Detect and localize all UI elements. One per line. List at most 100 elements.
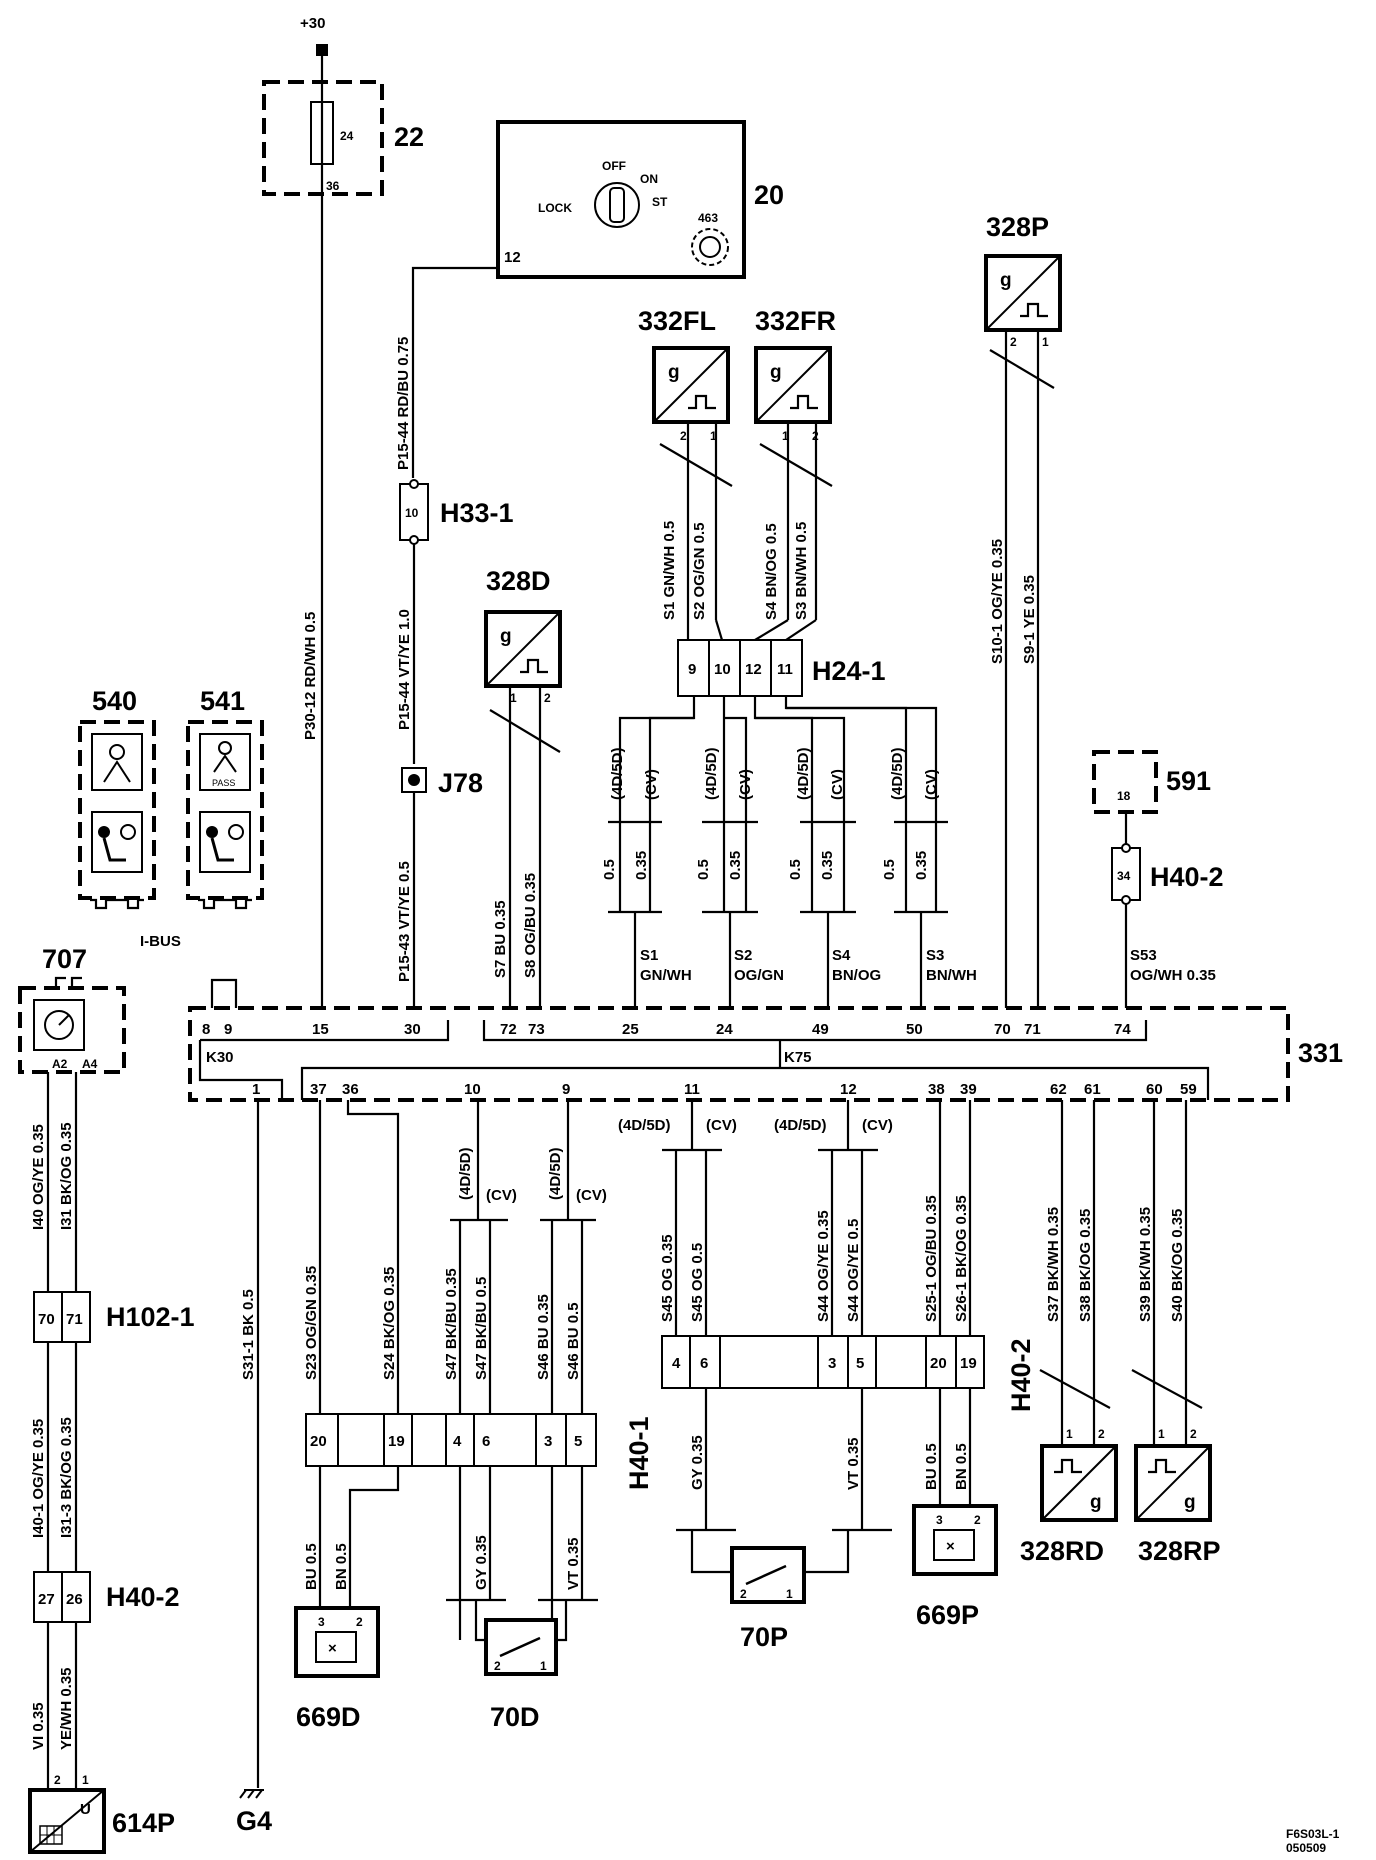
var-s47-4d: (4D/5D) <box>457 1147 474 1200</box>
svg-text:1: 1 <box>252 1081 260 1098</box>
wire-p15-44a: P15-44 RD/BU 0.75 <box>395 337 412 470</box>
connector-h40-1-left <box>305 1413 597 1467</box>
sensor-328rp-g: g <box>1184 1492 1196 1513</box>
connector-h40-2-top <box>1111 847 1141 901</box>
sensor-328p-pin-b: 1 <box>1042 335 1049 349</box>
ground-g4-label: G4 <box>236 1806 272 1836</box>
svg-text:15: 15 <box>312 1021 329 1038</box>
h102-id: H102-1 <box>106 1302 195 1332</box>
switch-70p-contact-icon <box>745 1564 787 1586</box>
c591-id: 591 <box>1166 766 1211 796</box>
h33-pin: 10 <box>405 506 419 520</box>
ecu-pins-top: 8 9 15 30 72 73 25 24 49 50 70 71 74 <box>202 1021 1131 1038</box>
component-669p <box>912 1504 998 1576</box>
wire-s47b: S47 BK/BU 0.5 <box>473 1277 490 1380</box>
h40-1-right-pins: 4 6 3 5 20 19 <box>672 1355 977 1372</box>
wire-s2: S2 OG/GN 0.5 <box>691 522 708 620</box>
wire-s4-bus-b: BN/OG <box>832 967 881 984</box>
svg-text:(CV): (CV) <box>829 769 846 800</box>
ignition-ring-code: 463 <box>698 211 718 225</box>
wire-p30-12: P30-12 RD/WH 0.5 <box>302 612 319 740</box>
svg-text:62: 62 <box>1050 1081 1067 1098</box>
sensor-328rd-g: g <box>1090 1492 1102 1513</box>
h40-2-top-id: H40-2 <box>1150 862 1224 892</box>
ecu-331 <box>188 1006 1290 1102</box>
svg-text:0.5: 0.5 <box>787 859 804 880</box>
svg-text:49: 49 <box>812 1021 829 1038</box>
svg-text:(CV): (CV) <box>923 769 940 800</box>
h24-pin-3: 12 <box>745 661 762 678</box>
wire-yewh: YE/WH 0.35 <box>58 1667 75 1750</box>
svg-text:59: 59 <box>1180 1081 1197 1098</box>
c540-id: 540 <box>92 686 137 716</box>
svg-text:61: 61 <box>1084 1081 1101 1098</box>
sensor-328rp-pin-a: 1 <box>1158 1427 1165 1441</box>
wire-s2-bus-a: S2 <box>734 947 752 964</box>
c669p-id: 669P <box>916 1600 979 1630</box>
wire-p15-43: P15-43 VT/YE 0.5 <box>396 861 413 982</box>
supply-terminal <box>316 44 328 56</box>
h40-1-id: H40-1 <box>624 1416 654 1490</box>
fuse-box-id: 22 <box>394 122 424 152</box>
c70d-pin-b: 1 <box>540 1659 547 1673</box>
svg-text:(CV): (CV) <box>643 769 660 800</box>
c70p-id: 70P <box>740 1622 788 1652</box>
wire-s39: S39 BK/WH 0.35 <box>1137 1207 1154 1322</box>
svg-text:0.35: 0.35 <box>633 851 650 880</box>
svg-text:0.35: 0.35 <box>913 851 930 880</box>
airbag-pass-icon <box>206 826 218 838</box>
wire-s4: S4 BN/OG 0.5 <box>763 523 780 620</box>
fuse-number: 24 <box>340 129 354 143</box>
wire-bu05-d: BU 0.5 <box>303 1543 320 1590</box>
c614p-pin-a: 2 <box>54 1773 61 1787</box>
svg-text:20: 20 <box>310 1433 327 1450</box>
sensor-328d-g: g <box>500 626 512 647</box>
svg-text:5: 5 <box>856 1355 864 1372</box>
wire-s53-a: S53 <box>1130 947 1157 964</box>
c669p-cross-icon: × <box>946 1538 955 1555</box>
svg-text:19: 19 <box>960 1355 977 1372</box>
wire-s46b: S46 BU 0.5 <box>565 1302 582 1380</box>
var-s46-4d: (4D/5D) <box>547 1147 564 1200</box>
wire-s38: S38 BK/OG 0.35 <box>1077 1209 1094 1322</box>
wire-s25: S25-1 OG/BU 0.35 <box>923 1195 940 1322</box>
ecu-k30: K30 <box>206 1049 234 1066</box>
svg-text:50: 50 <box>906 1021 923 1038</box>
svg-text:72: 72 <box>500 1021 517 1038</box>
wire-bu05-p: BU 0.5 <box>923 1443 940 1490</box>
ignition-on: ON <box>640 172 658 186</box>
svg-text:3: 3 <box>828 1355 836 1372</box>
svg-text:9: 9 <box>224 1021 232 1038</box>
wire-s3-bus-b: BN/WH <box>926 967 977 984</box>
component-669d <box>294 1606 380 1678</box>
wire-s45a: S45 OG 0.35 <box>659 1234 676 1322</box>
c541-id: 541 <box>200 686 245 716</box>
c614p-pin-b: 1 <box>82 1773 89 1787</box>
ignition-st: ST <box>652 195 668 209</box>
wire-bn05-p: BN 0.5 <box>953 1443 970 1490</box>
svg-text:10: 10 <box>464 1081 481 1098</box>
sensor-328d-pin-b: 2 <box>544 691 551 705</box>
airbag-icon <box>98 826 110 838</box>
c614p-id: 614P <box>112 1808 175 1838</box>
c541-pass: PASS <box>212 778 235 788</box>
svg-text:5: 5 <box>574 1433 582 1450</box>
var-s46-cv: (CV) <box>576 1187 607 1204</box>
h40-2-left-pin-b: 26 <box>66 1591 83 1608</box>
h40-1-left-pins: 20 19 4 6 3 5 <box>310 1433 582 1450</box>
wire-s7: S7 BU 0.35 <box>492 900 509 978</box>
ignition-lock: LOCK <box>538 201 572 215</box>
wire-i31: I31 BK/OG 0.35 <box>58 1122 75 1230</box>
wire-p15-44b: P15-44 VT/YE 1.0 <box>396 609 413 730</box>
wire-s44b: S44 OG/YE 0.5 <box>845 1219 862 1322</box>
sensor-332fl-pin-a: 2 <box>680 429 687 443</box>
sensor-332fl-id: 332FL <box>638 306 716 336</box>
wire-s40: S40 BK/OG 0.35 <box>1169 1209 1186 1322</box>
c707-id: 707 <box>42 944 87 974</box>
svg-text:36: 36 <box>342 1081 359 1098</box>
seatbelt-pass-icon <box>218 741 232 755</box>
svg-text:37: 37 <box>310 1081 327 1098</box>
h33-id: H33-1 <box>440 498 514 528</box>
svg-text:(CV): (CV) <box>737 769 754 800</box>
svg-text:24: 24 <box>716 1021 733 1038</box>
